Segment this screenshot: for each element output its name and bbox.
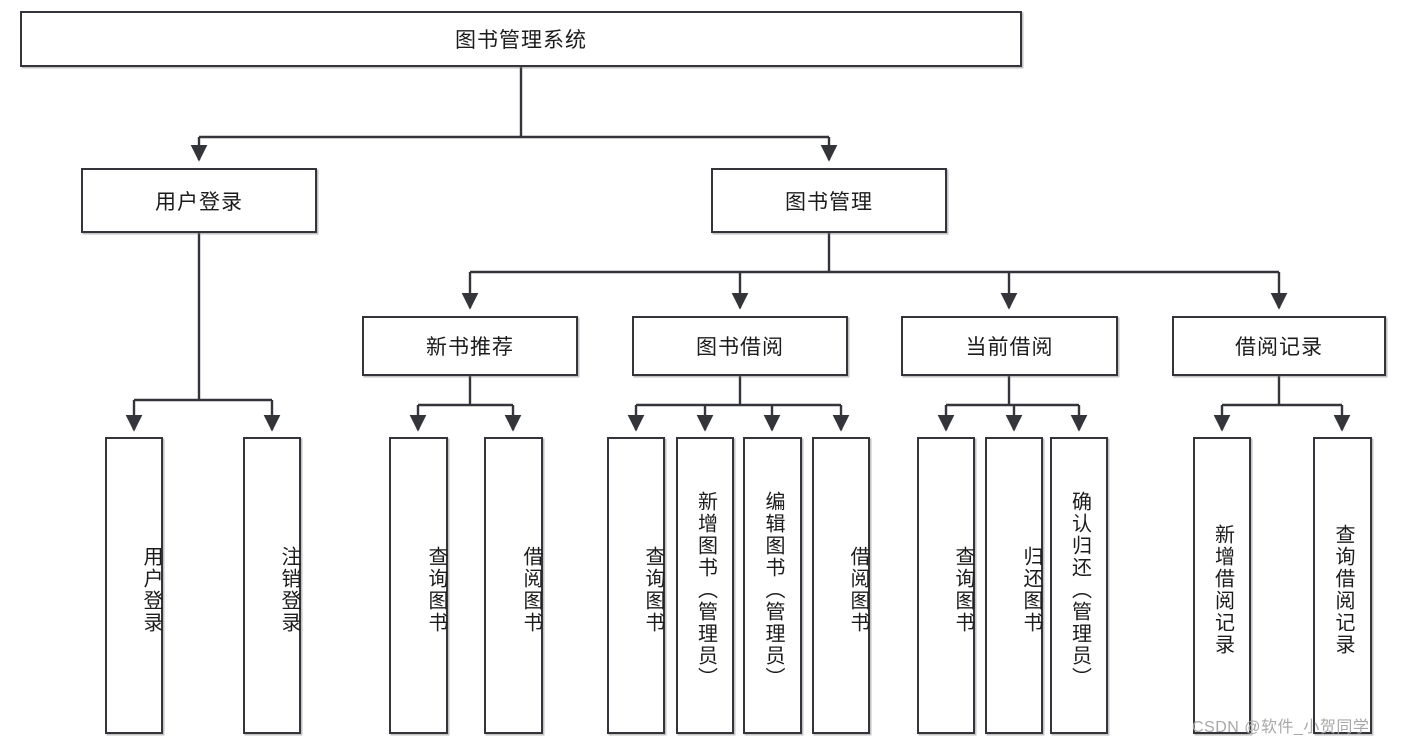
node-user-login[interactable]: 用户登录 [81,168,317,233]
node-leaf-borrow-book-1[interactable]: 借阅图书 [484,437,543,734]
node-leaf-return-book[interactable]: 归还图书 [985,437,1043,734]
node-leaf-query-borrow-record[interactable]: 查询借阅记录 [1313,437,1372,734]
node-leaf-query-book-2[interactable]: 查询图书 [607,437,665,734]
node-root[interactable]: 图书管理系统 [20,11,1022,67]
node-new-book-recommend[interactable]: 新书推荐 [362,316,578,376]
node-book-borrow[interactable]: 图书借阅 [632,316,848,376]
csdn-watermark: CSDN @软件_小贺同学 [1192,719,1370,736]
node-leaf-logout[interactable]: 注销登录 [243,437,301,734]
node-leaf-query-book-3[interactable]: 查询图书 [917,437,975,734]
node-borrow-record[interactable]: 借阅记录 [1172,316,1386,376]
node-leaf-user-login[interactable]: 用户登录 [105,437,163,734]
node-leaf-add-book[interactable]: 新增图书（管理员） [676,437,734,734]
node-leaf-borrow-book-2[interactable]: 借阅图书 [812,437,870,734]
node-leaf-edit-book[interactable]: 编辑图书（管理员） [743,437,802,734]
node-leaf-confirm-return[interactable]: 确认归还（管理员） [1050,437,1108,734]
node-book-management[interactable]: 图书管理 [711,168,947,233]
node-leaf-add-borrow-record[interactable]: 新增借阅记录 [1193,437,1251,734]
node-leaf-query-book-1[interactable]: 查询图书 [389,437,448,734]
node-current-borrow[interactable]: 当前借阅 [901,316,1118,376]
